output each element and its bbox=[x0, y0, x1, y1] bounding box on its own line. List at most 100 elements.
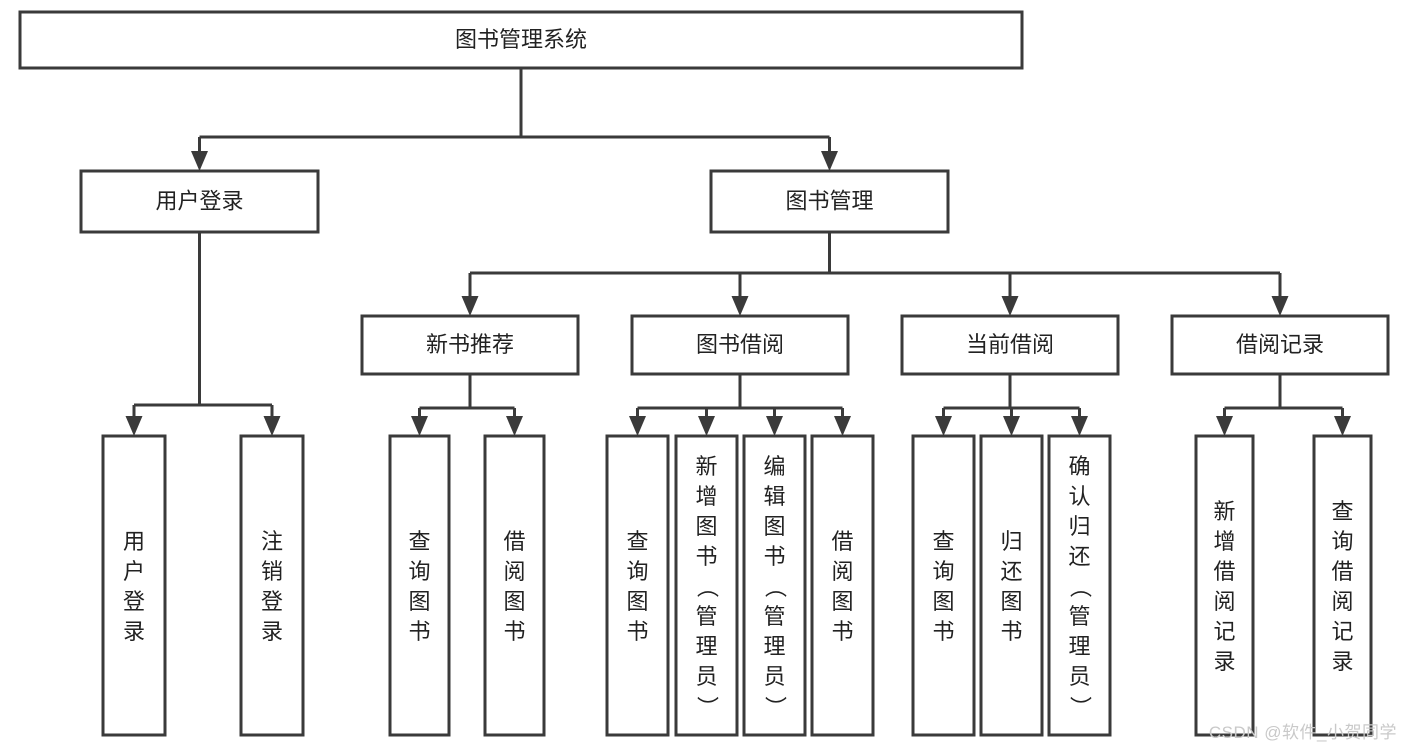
node-box-leaf-borrow-book-2[interactable] bbox=[810, 434, 875, 737]
node-label-char: 记 bbox=[1213, 619, 1235, 644]
node-label-char: 还 bbox=[1068, 544, 1090, 569]
node-label-char: 书 bbox=[695, 544, 717, 569]
arrow-head-edge-bm-new-book-recommend bbox=[461, 296, 479, 316]
node-label-char: 书 bbox=[626, 619, 648, 644]
node-box-book-management[interactable] bbox=[709, 169, 950, 234]
node-leaf-user-login[interactable]: 用户登录 bbox=[101, 434, 167, 737]
node-label-char: ） bbox=[1068, 696, 1093, 718]
arrow-head-edge-br-add-record bbox=[1216, 416, 1233, 436]
arrow-head-edge-br-query-record bbox=[1334, 416, 1351, 436]
arrow-head-edge-root-user-login bbox=[191, 151, 208, 171]
node-label-char: 书 bbox=[763, 544, 785, 569]
node-book-borrow[interactable]: 图书借阅 bbox=[630, 314, 850, 376]
node-box-leaf-user-logout[interactable] bbox=[239, 434, 305, 737]
node-box-leaf-user-login[interactable] bbox=[101, 434, 167, 737]
node-label-char: 认 bbox=[1068, 484, 1090, 509]
node-box-book-borrow[interactable] bbox=[630, 314, 850, 376]
node-label-char: 录 bbox=[123, 619, 145, 644]
node-label-borrow-record: 借阅记录 bbox=[1236, 332, 1324, 357]
node-label-char: 用 bbox=[123, 529, 145, 554]
node-box-leaf-query-record[interactable] bbox=[1312, 434, 1373, 737]
node-label-char: 借 bbox=[1331, 559, 1353, 584]
node-box-current-borrow[interactable] bbox=[900, 314, 1120, 376]
node-new-book-recommend[interactable]: 新书推荐 bbox=[360, 314, 580, 376]
node-label-char: 图 bbox=[626, 589, 648, 614]
node-label-char: 图 bbox=[831, 589, 853, 614]
arrow-head-edge-user-login-leaf-user-login bbox=[125, 416, 143, 436]
node-label-char: 记 bbox=[1331, 619, 1353, 644]
node-label-book-borrow: 图书借阅 bbox=[696, 332, 784, 357]
node-box-leaf-add-record[interactable] bbox=[1194, 434, 1255, 737]
arrow-head-edge-cb-query-book-3 bbox=[935, 416, 952, 436]
node-box-leaf-query-book-2[interactable] bbox=[605, 434, 670, 737]
node-label-char: 录 bbox=[1213, 649, 1235, 674]
arrow-head-edge-bb-query-book-2 bbox=[629, 416, 646, 436]
node-label-char: 图 bbox=[503, 589, 525, 614]
node-label-char: 图 bbox=[695, 514, 717, 539]
node-root[interactable]: 图书管理系统 bbox=[18, 10, 1024, 70]
node-label-char: 户 bbox=[123, 559, 145, 584]
arrow-head-edge-root-book-management bbox=[821, 151, 838, 171]
node-borrow-record[interactable]: 借阅记录 bbox=[1170, 314, 1390, 376]
node-user-login[interactable]: 用户登录 bbox=[79, 169, 320, 234]
node-box-leaf-edit-book[interactable] bbox=[742, 434, 807, 737]
node-box-borrow-record[interactable] bbox=[1170, 314, 1390, 376]
node-label-char: 图 bbox=[408, 589, 430, 614]
node-box-leaf-query-book-1[interactable] bbox=[388, 434, 451, 737]
arrow-head-edge-bm-current-borrow bbox=[1001, 296, 1019, 316]
node-label-char: ） bbox=[763, 696, 788, 718]
nodes-layer: 图书管理系统用户登录图书管理新书推荐图书借阅当前借阅借阅记录用户登录注销登录查询… bbox=[18, 10, 1390, 737]
node-current-borrow[interactable]: 当前借阅 bbox=[900, 314, 1120, 376]
node-box-new-book-recommend[interactable] bbox=[360, 314, 580, 376]
arrow-head-edge-nbr-query-book-1 bbox=[411, 416, 428, 436]
node-box-user-login[interactable] bbox=[79, 169, 320, 234]
node-label-book-management: 图书管理 bbox=[785, 188, 873, 213]
node-label-char: 书 bbox=[831, 619, 853, 644]
node-label-char: 增 bbox=[695, 484, 717, 509]
node-label-char: 登 bbox=[123, 589, 145, 614]
node-label-char: 借 bbox=[831, 529, 853, 554]
node-box-leaf-confirm-return[interactable] bbox=[1047, 434, 1112, 737]
node-label-char: （ bbox=[1068, 576, 1093, 598]
node-label-char: 管 bbox=[1068, 604, 1090, 629]
node-label-char: （ bbox=[763, 576, 788, 598]
node-label-char: 图 bbox=[1000, 589, 1022, 614]
arrow-head-edge-user-login-leaf-user-logout bbox=[263, 416, 281, 436]
node-label-char: （ bbox=[695, 576, 720, 598]
node-label-char: 阅 bbox=[1213, 589, 1235, 614]
node-box-leaf-borrow-book-1[interactable] bbox=[483, 434, 546, 737]
node-label-char: 管 bbox=[763, 604, 785, 629]
node-label-char: 询 bbox=[408, 559, 430, 584]
node-label-char: 借 bbox=[503, 529, 525, 554]
node-label-char: 新 bbox=[1213, 499, 1235, 524]
node-label-char: 员 bbox=[695, 664, 717, 689]
node-label-char: 阅 bbox=[1331, 589, 1353, 614]
node-label-char: 辑 bbox=[763, 484, 785, 509]
node-box-leaf-add-book[interactable] bbox=[674, 434, 739, 737]
node-label-char: 借 bbox=[1213, 559, 1235, 584]
node-label-char: 归 bbox=[1000, 529, 1022, 554]
node-label-char: 书 bbox=[1000, 619, 1022, 644]
csdn-watermark: CSDN @软件_小贺同学 bbox=[1208, 723, 1397, 742]
node-box-leaf-return-book[interactable] bbox=[979, 434, 1044, 737]
node-label-char: 管 bbox=[695, 604, 717, 629]
node-label-char: 还 bbox=[1000, 559, 1022, 584]
node-box-leaf-query-book-3[interactable] bbox=[911, 434, 976, 737]
node-book-management[interactable]: 图书管理 bbox=[709, 169, 950, 234]
node-box-root[interactable] bbox=[18, 10, 1024, 70]
node-label-char: 新 bbox=[695, 454, 717, 479]
node-label-char: 员 bbox=[1068, 664, 1090, 689]
